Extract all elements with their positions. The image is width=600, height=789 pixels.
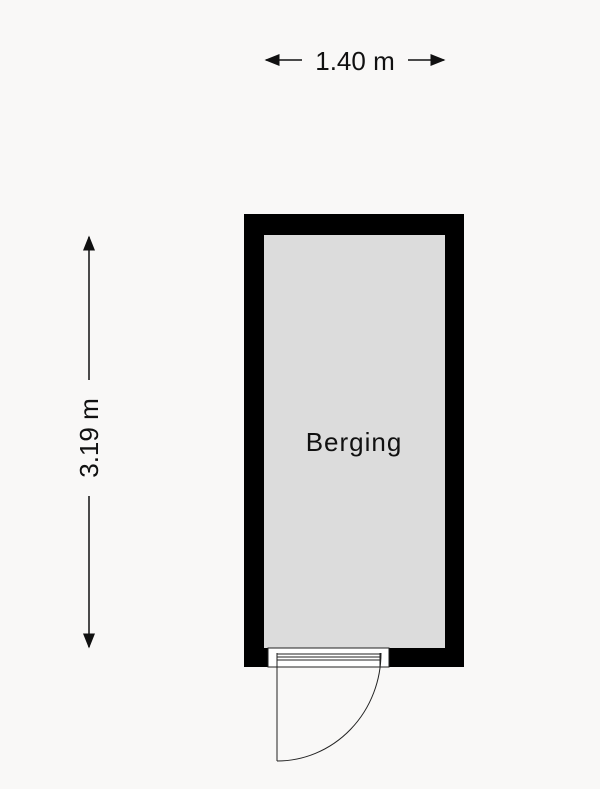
room-label-berging: Berging [306,427,403,457]
wall-bottom-right [389,648,464,667]
room-floor-berging [264,235,445,648]
walls [244,214,464,667]
wall-right [445,214,464,667]
wall-top [244,214,464,235]
width-dimension: 1.40 m [264,46,446,76]
wall-bottom-left [244,648,268,667]
height-dimension: 3.19 m [74,235,104,649]
width-label: 1.40 m [315,46,395,76]
door [267,647,390,762]
wall-left [244,214,264,667]
door-swing-arc [276,652,382,762]
height-label: 3.19 m [74,398,104,478]
